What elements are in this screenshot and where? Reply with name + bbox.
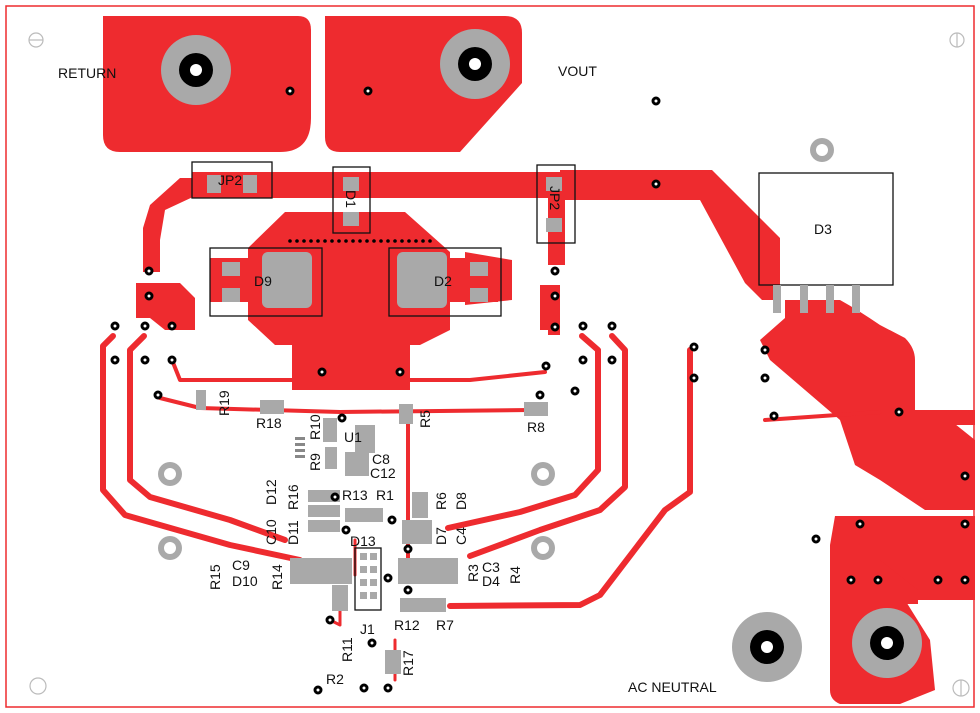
label-r12: R12	[394, 617, 420, 633]
label-r3: R3	[465, 564, 481, 582]
label-d10: D10	[232, 573, 258, 589]
label-d8: D8	[453, 492, 469, 510]
label-c4: C4	[453, 527, 469, 545]
terminal-holes	[158, 29, 922, 682]
label-r10: R10	[307, 414, 323, 440]
silkscreen-labels: RETURN VOUT AC NEUTRAL JP2 D9 D2 D3 U1 J…	[58, 63, 832, 695]
pads	[196, 175, 860, 674]
label-j1: J1	[360, 621, 375, 637]
label-r8: R8	[527, 419, 545, 435]
label-r17: R17	[400, 650, 416, 676]
label-r11: R11	[339, 637, 355, 662]
label-r16: R16	[285, 484, 301, 510]
label-c3: C3	[482, 559, 500, 575]
label-d12: D12	[263, 479, 279, 505]
label-u1: U1	[344, 429, 362, 445]
label-c10: C10	[263, 519, 279, 545]
j1-pins	[360, 553, 377, 599]
label-d1: D1	[343, 190, 359, 208]
label-r2: R2	[326, 671, 344, 687]
label-c9: C9	[232, 557, 250, 573]
label-d4: D4	[482, 573, 500, 589]
label-r9: R9	[307, 453, 323, 471]
label-jp2-top: JP2	[218, 172, 242, 188]
label-r6: R6	[433, 492, 449, 510]
label-jp2-right: JP2	[547, 186, 563, 210]
copper-layer	[103, 16, 975, 704]
label-c12: C12	[370, 465, 396, 481]
label-r1: R1	[376, 487, 394, 503]
label-d7: D7	[433, 527, 449, 545]
label-r5: R5	[417, 410, 433, 428]
label-return: RETURN	[58, 65, 116, 81]
thermal-via-row	[288, 239, 432, 243]
label-d3: D3	[814, 221, 832, 237]
label-d2: D2	[434, 273, 452, 289]
label-r19: R19	[216, 390, 232, 416]
label-r15: R15	[207, 564, 223, 590]
u1-pins	[295, 437, 305, 458]
label-r4: R4	[507, 566, 523, 584]
label-d9: D9	[254, 273, 272, 289]
label-vout: VOUT	[558, 63, 597, 79]
label-d11: D11	[285, 520, 301, 545]
label-r14: R14	[269, 564, 285, 590]
label-r13: R13	[342, 487, 368, 503]
board-outline	[5, 5, 975, 708]
label-r7: R7	[436, 617, 454, 633]
corner-marks	[28, 32, 970, 697]
vias	[110, 86, 970, 695]
label-c8: C8	[372, 451, 390, 467]
label-ac-neutral: AC NEUTRAL	[628, 679, 717, 695]
label-r18: R18	[256, 415, 282, 431]
label-d13: D13	[350, 533, 376, 549]
